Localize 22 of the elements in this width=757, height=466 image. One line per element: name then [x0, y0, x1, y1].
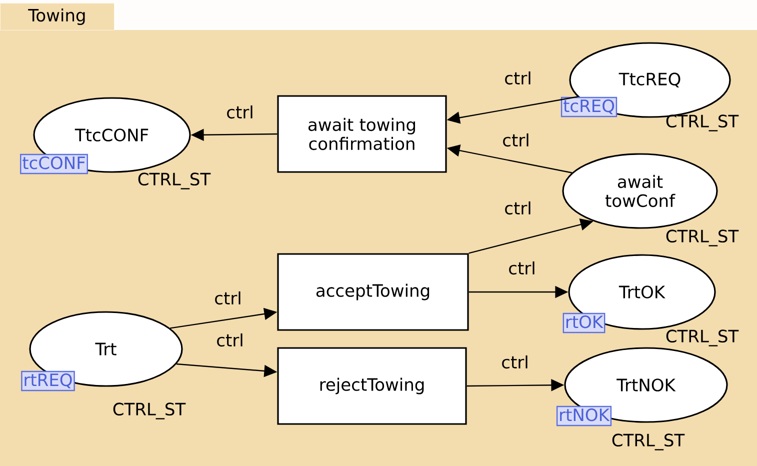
type-label: CTRL_ST — [612, 434, 685, 450]
type-label: CTRL_ST — [666, 230, 739, 246]
edge-label: ctrl — [213, 290, 243, 306]
type-label: CTRL_ST — [138, 172, 211, 190]
type-label: CTRL_ST — [113, 402, 186, 420]
transition-box: acceptTowing — [277, 253, 469, 331]
edge-label: ctrl — [501, 132, 531, 148]
port-tag: rtNOK — [556, 406, 612, 426]
port-tag: rtOK — [562, 312, 606, 334]
edge-label: ctrl — [225, 104, 255, 120]
edge-label: ctrl — [503, 200, 533, 216]
edge-label: ctrl — [215, 332, 245, 348]
port-tag: tcREQ — [560, 96, 618, 118]
port-tag: tcCONF — [20, 154, 88, 174]
transition-box: await towing confirmation — [277, 95, 447, 173]
edge-label: ctrl — [503, 70, 533, 86]
port-tag: rtREQ — [21, 370, 75, 392]
type-label: CTRL_ST — [666, 330, 739, 346]
edge-label: ctrl — [507, 260, 537, 276]
tab: Towing — [0, 3, 114, 30]
edge-label: ctrl — [500, 354, 530, 370]
transition-box: rejectTowing — [277, 347, 467, 425]
